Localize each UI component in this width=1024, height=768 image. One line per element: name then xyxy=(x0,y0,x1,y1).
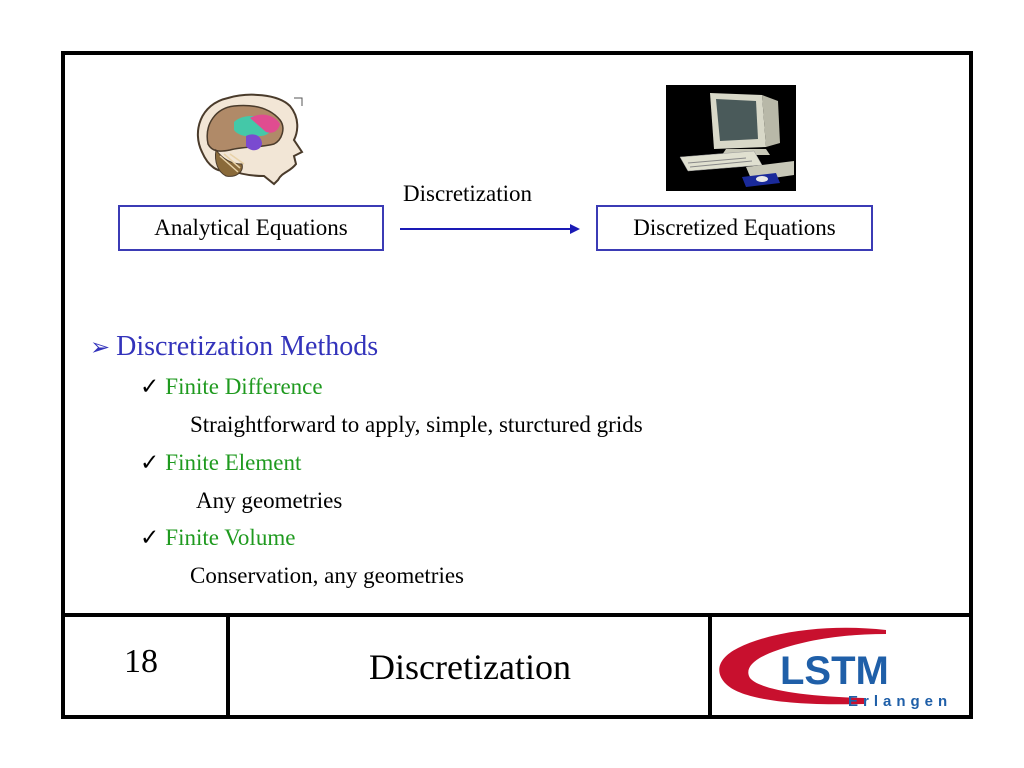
analytical-equations-label: Analytical Equations xyxy=(154,215,348,240)
methods-heading-text: Discretization Methods xyxy=(116,331,379,362)
checkmark-icon: ✓ xyxy=(140,525,160,550)
slide-frame xyxy=(61,51,973,719)
page-number: 18 xyxy=(124,643,158,680)
logo-subtext: Erlangen xyxy=(848,693,952,710)
discretized-equations-label: Discretized Equations xyxy=(633,215,836,240)
footer-divider xyxy=(61,613,973,617)
method-name: Finite Difference xyxy=(165,374,323,399)
computer-icon xyxy=(666,85,796,191)
method-description: Straightforward to apply, simple, sturct… xyxy=(190,412,643,437)
lstm-logo: LSTM Erlangen xyxy=(719,627,952,710)
arrow-bullet-icon: ➢ xyxy=(90,335,111,361)
discretized-equations-box: Discretized Equations xyxy=(596,205,873,251)
method-item-finite-volume: ✓Finite Volume xyxy=(140,525,295,551)
method-description: Any geometries xyxy=(196,488,343,513)
right-arrow-icon xyxy=(400,224,580,234)
method-description: Conservation, any geometries xyxy=(190,563,465,588)
arrow-label: Discretization xyxy=(403,181,533,206)
methods-heading: ➢Discretization Methods xyxy=(90,331,378,363)
checkmark-icon: ✓ xyxy=(140,450,160,475)
method-name: Finite Element xyxy=(165,450,302,475)
method-name: Finite Volume xyxy=(165,525,296,550)
analytical-equations-box: Analytical Equations xyxy=(118,205,384,251)
brain-icon xyxy=(197,93,304,186)
logo-text: LSTM xyxy=(780,649,889,693)
footer-divider-left xyxy=(226,617,230,715)
method-item-finite-element: ✓Finite Element xyxy=(140,450,301,476)
checkmark-icon: ✓ xyxy=(140,374,160,399)
method-item-finite-difference: ✓Finite Difference xyxy=(140,374,323,400)
footer-title: Discretization xyxy=(369,647,571,687)
footer-divider-right xyxy=(708,617,712,715)
